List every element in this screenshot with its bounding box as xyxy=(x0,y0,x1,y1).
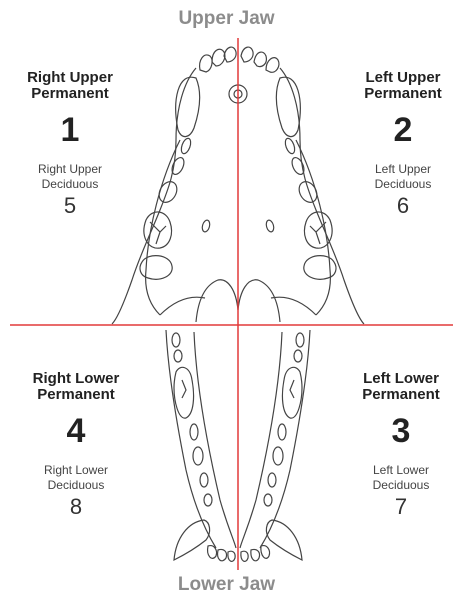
quadrant-right-upper: Right Upper Permanent 1 Right Upper Deci… xyxy=(10,70,130,218)
permanent-number: 1 xyxy=(10,110,130,150)
deciduous-number: 6 xyxy=(343,194,453,218)
deciduous-label: Left Lower Deciduous xyxy=(341,463,453,493)
permanent-number: 3 xyxy=(341,411,453,451)
deciduous-number: 8 xyxy=(16,495,136,519)
upper-incisors xyxy=(200,47,279,103)
lower-jaw-outline xyxy=(166,330,216,548)
lower-jaw-title: Lower Jaw xyxy=(0,574,453,596)
permanent-label: Right Upper Permanent xyxy=(10,70,130,102)
deciduous-label: Left Upper Deciduous xyxy=(343,162,453,192)
quadrant-right-lower: Right Lower Permanent 4 Right Lower Deci… xyxy=(16,371,136,519)
deciduous-label: Right Upper Deciduous xyxy=(10,162,130,192)
permanent-number: 4 xyxy=(16,411,136,451)
permanent-number: 2 xyxy=(343,110,453,150)
quadrant-left-upper: Left Upper Permanent 2 Left Upper Decidu… xyxy=(343,70,453,218)
deciduous-label: Right Lower Deciduous xyxy=(16,463,136,493)
permanent-label: Right Lower Permanent xyxy=(16,371,136,403)
quadrant-left-lower: Left Lower Permanent 3 Left Lower Decidu… xyxy=(341,371,453,519)
permanent-label: Left Upper Permanent xyxy=(343,70,453,102)
deciduous-number: 5 xyxy=(10,194,130,218)
lower-right-teeth xyxy=(172,333,212,506)
deciduous-number: 7 xyxy=(341,495,453,519)
lower-left-teeth xyxy=(264,333,304,506)
permanent-label: Left Lower Permanent xyxy=(341,371,453,403)
upper-jaw-title: Upper Jaw xyxy=(0,8,453,30)
